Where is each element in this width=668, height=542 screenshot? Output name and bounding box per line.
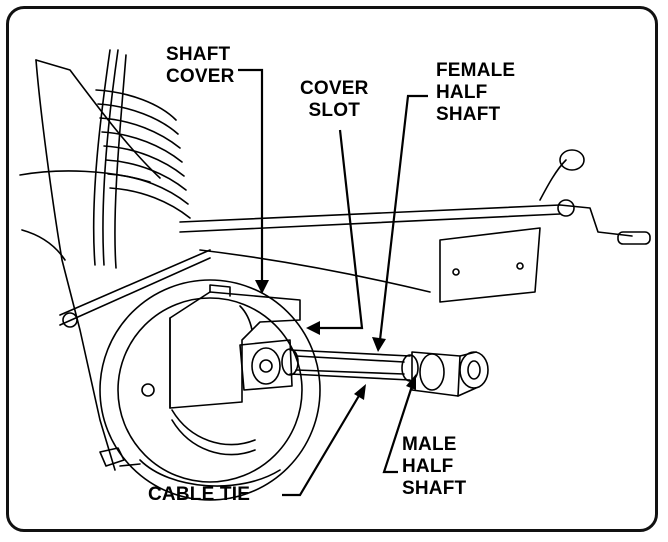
- label-male-half-shaft-line2: HALF: [402, 456, 454, 477]
- label-cover-slot-line2: SLOT: [308, 100, 361, 121]
- leader-female-half-shaft: [378, 94, 428, 341]
- leader-shaft-cover: [238, 68, 264, 282]
- drive-drum: [99, 279, 321, 501]
- leader-cable-tie: [282, 393, 361, 497]
- handle-arm: [539, 159, 567, 201]
- shaft-cover-shape: [169, 291, 301, 409]
- label-female-half-shaft: FEMALE HALF SHAFT: [436, 60, 515, 126]
- label-cover-slot: COVER SLOT: [300, 78, 369, 122]
- label-cable-tie: CABLE TIE: [148, 484, 251, 505]
- label-shaft-cover-line1: SHAFT: [166, 44, 231, 65]
- control-rod-upper: [179, 204, 561, 223]
- label-cover-slot-line1: COVER: [300, 78, 369, 99]
- label-male-half-shaft-line3: SHAFT: [402, 478, 467, 499]
- drive-shaft: [239, 339, 489, 397]
- control-rod-lower: [199, 249, 431, 293]
- label-female-half-shaft-line2: HALF: [436, 82, 488, 103]
- right-bracket: [439, 227, 541, 303]
- label-male-half-shaft: MALE HALF SHAFT: [402, 434, 466, 500]
- leader-male-half-shaft: [382, 385, 414, 474]
- arrowheads: [255, 280, 416, 400]
- leader-lines: [238, 68, 428, 497]
- label-shaft-cover: SHAFT COVER: [166, 44, 235, 88]
- leader-cover-slot: [318, 129, 364, 330]
- grille-slats: [95, 89, 191, 219]
- label-female-half-shaft-line1: FEMALE: [436, 60, 516, 81]
- chute-body: [35, 59, 116, 471]
- label-female-half-shaft-line3: SHAFT: [436, 104, 501, 125]
- label-male-half-shaft-line1: MALE: [402, 434, 457, 455]
- label-shaft-cover-line2: COVER: [166, 66, 235, 87]
